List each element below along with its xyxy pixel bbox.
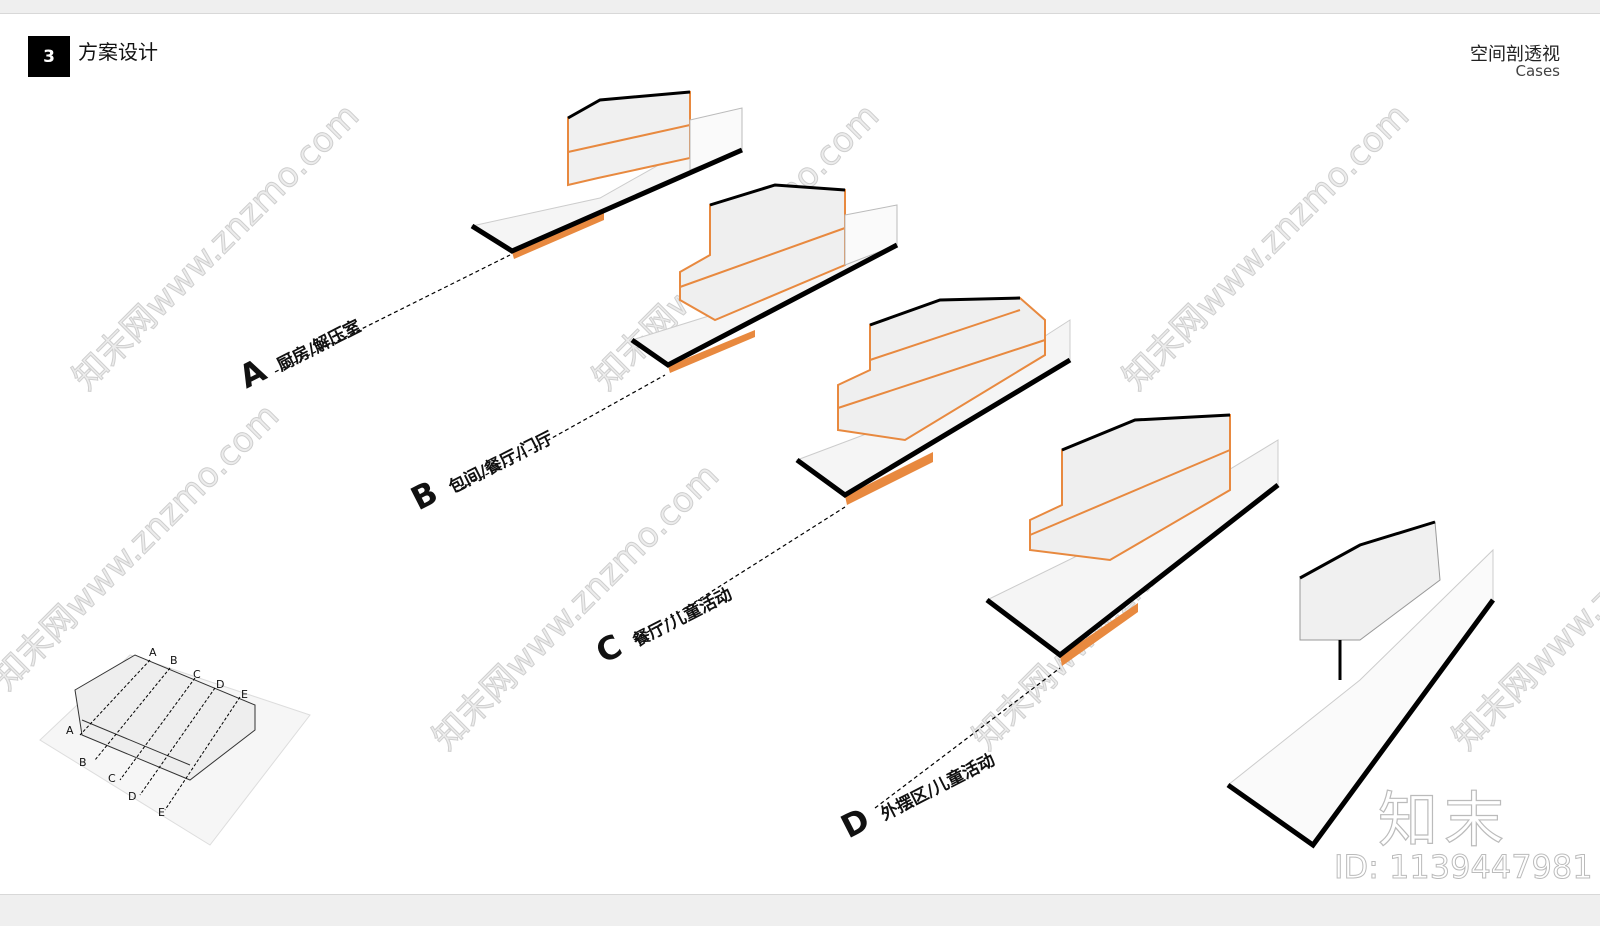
- key-plan-letter-e: E: [241, 688, 248, 701]
- leader-line-a: [274, 254, 511, 373]
- section-title: 方案设计: [78, 40, 158, 64]
- key-plan-letter-a: A: [66, 724, 74, 737]
- watermark-logo: 知末: [1377, 785, 1510, 856]
- section-a-drawing: [470, 90, 744, 259]
- section-b-drawing: [630, 183, 899, 373]
- key-plan-letter-b: B: [170, 654, 178, 667]
- section-number-badge: 3: [28, 36, 70, 77]
- leader-line-b: [454, 374, 666, 493]
- key-plan-letter-c: C: [193, 668, 201, 681]
- leader-line-d: [874, 667, 1061, 809]
- key-plan-letter-e: E: [158, 806, 165, 819]
- key-plan-letter-c: C: [108, 772, 116, 785]
- page-title: 空间剖透视: [1470, 44, 1560, 65]
- key-plan-letter-b: B: [79, 756, 87, 769]
- watermark-id: ID: 1139447981: [1334, 848, 1594, 887]
- key-plan-letter-d: D: [216, 678, 225, 691]
- key-plan-letter-d: D: [128, 790, 137, 803]
- section-d-drawing: [985, 413, 1280, 666]
- key-plan-letter-a: A: [149, 646, 157, 659]
- page-subtitle: Cases: [1515, 62, 1560, 80]
- key-plan-drawing: [39, 654, 311, 846]
- section-e-drawing: [1226, 520, 1496, 849]
- section-c-drawing: [795, 296, 1072, 505]
